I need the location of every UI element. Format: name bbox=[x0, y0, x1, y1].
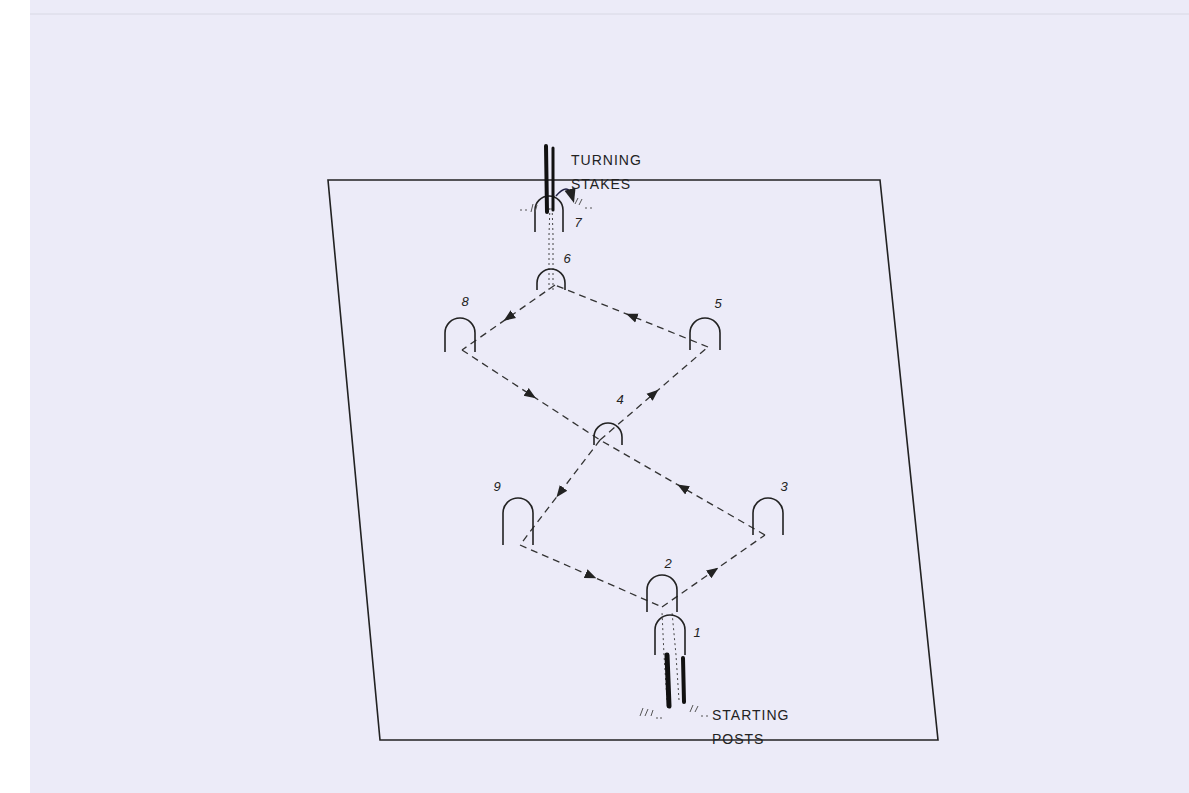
page-margin bbox=[0, 0, 30, 793]
stake-approach bbox=[549, 205, 679, 700]
course-path bbox=[462, 285, 765, 607]
hoop-number: 2 bbox=[664, 556, 671, 571]
posts-and-stakes bbox=[546, 146, 684, 706]
scan-edge bbox=[30, 14, 1189, 15]
hoop-number: 3 bbox=[780, 479, 787, 494]
hoop-number: 6 bbox=[563, 251, 570, 266]
hoop-number: 4 bbox=[616, 392, 623, 407]
hoop-number: 9 bbox=[493, 479, 500, 494]
turn-arrow bbox=[556, 189, 572, 196]
part-label: TURNING STAKES bbox=[571, 148, 657, 196]
hoops bbox=[445, 196, 783, 655]
hoop-number: 1 bbox=[693, 625, 700, 640]
part-label: STARTING POSTS bbox=[712, 703, 802, 751]
grass-marks bbox=[520, 198, 708, 718]
hoop-number: 7 bbox=[574, 215, 581, 230]
hoop-number: 5 bbox=[714, 296, 721, 311]
hoop-number: 8 bbox=[461, 294, 468, 309]
lawn-outline bbox=[328, 180, 938, 740]
